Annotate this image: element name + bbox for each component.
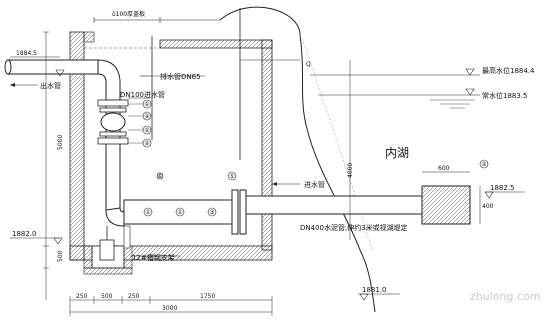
svg-text:④: ④	[144, 113, 149, 120]
lake-pipe	[245, 185, 471, 225]
svg-text:①: ①	[144, 101, 149, 108]
normal-water-level: 常水位1883.5	[482, 91, 528, 100]
svg-text:①: ①	[145, 209, 150, 216]
support-label: 12#槽钢支架	[132, 253, 175, 262]
screen-width-dim: 600	[438, 165, 450, 172]
sump-pump	[99, 239, 115, 261]
dim-b2: 500	[101, 293, 113, 300]
outlet-pipe-label: 出水管	[40, 81, 61, 90]
q-mark: Q	[306, 61, 311, 68]
svg-text:②: ②	[144, 140, 150, 147]
svg-text:⑤: ⑤	[229, 173, 234, 180]
drain-pipe-label: 排水管DN65	[160, 72, 201, 81]
lake-label: 内湖	[385, 145, 409, 160]
inlet-pipe-dn100-label: DN100进水管	[120, 90, 165, 99]
elev-floor-label: 1882.0	[12, 230, 37, 238]
screen-height-dim: 400	[482, 203, 494, 210]
svg-text:①: ①	[144, 127, 149, 134]
dim-b1: 250	[76, 293, 88, 300]
riser-markers: ① ④ ① ②	[142, 99, 152, 148]
svg-text:⑥: ⑥	[157, 173, 162, 180]
inlet-pipe-label: 进水管	[304, 180, 325, 189]
svg-text:②: ②	[481, 161, 487, 168]
svg-text:③: ③	[209, 209, 214, 216]
elev-intake-label: 1882.5	[490, 184, 515, 192]
cover-slab	[159, 39, 273, 49]
intake-screen	[421, 185, 471, 225]
riser-pipe	[97, 99, 129, 227]
svg-text:①: ①	[177, 209, 182, 216]
watermark: zhulong.com	[470, 290, 540, 303]
bottom-dimensions	[69, 296, 273, 316]
max-water-level: 最高水位1884.4	[482, 66, 535, 75]
left-dim-500: 500	[57, 250, 64, 262]
horizontal-pipe: ① ① ③	[123, 189, 247, 235]
water-levels	[310, 68, 480, 109]
support-bracket	[123, 225, 131, 249]
right-depth-dim: 4000	[347, 163, 354, 178]
outlet-pipe	[4, 59, 121, 101]
dn400-note: DN400水泥管,伸约3米或视湖堤定	[300, 223, 408, 232]
elev-outlet-label: 1884.5	[16, 50, 37, 57]
top-dim-label: δ100厚盖板	[112, 10, 145, 18]
well-structure	[69, 31, 273, 275]
dim-total: 3000	[162, 305, 177, 312]
left-dim-5000: 5000	[57, 135, 64, 150]
embankment-curve	[219, 6, 376, 313]
dim-b3: 250	[128, 293, 140, 300]
right-wall	[261, 39, 273, 251]
dim-b4: 1750	[200, 293, 215, 300]
elev-bottom-label: 1881.0	[362, 286, 387, 294]
